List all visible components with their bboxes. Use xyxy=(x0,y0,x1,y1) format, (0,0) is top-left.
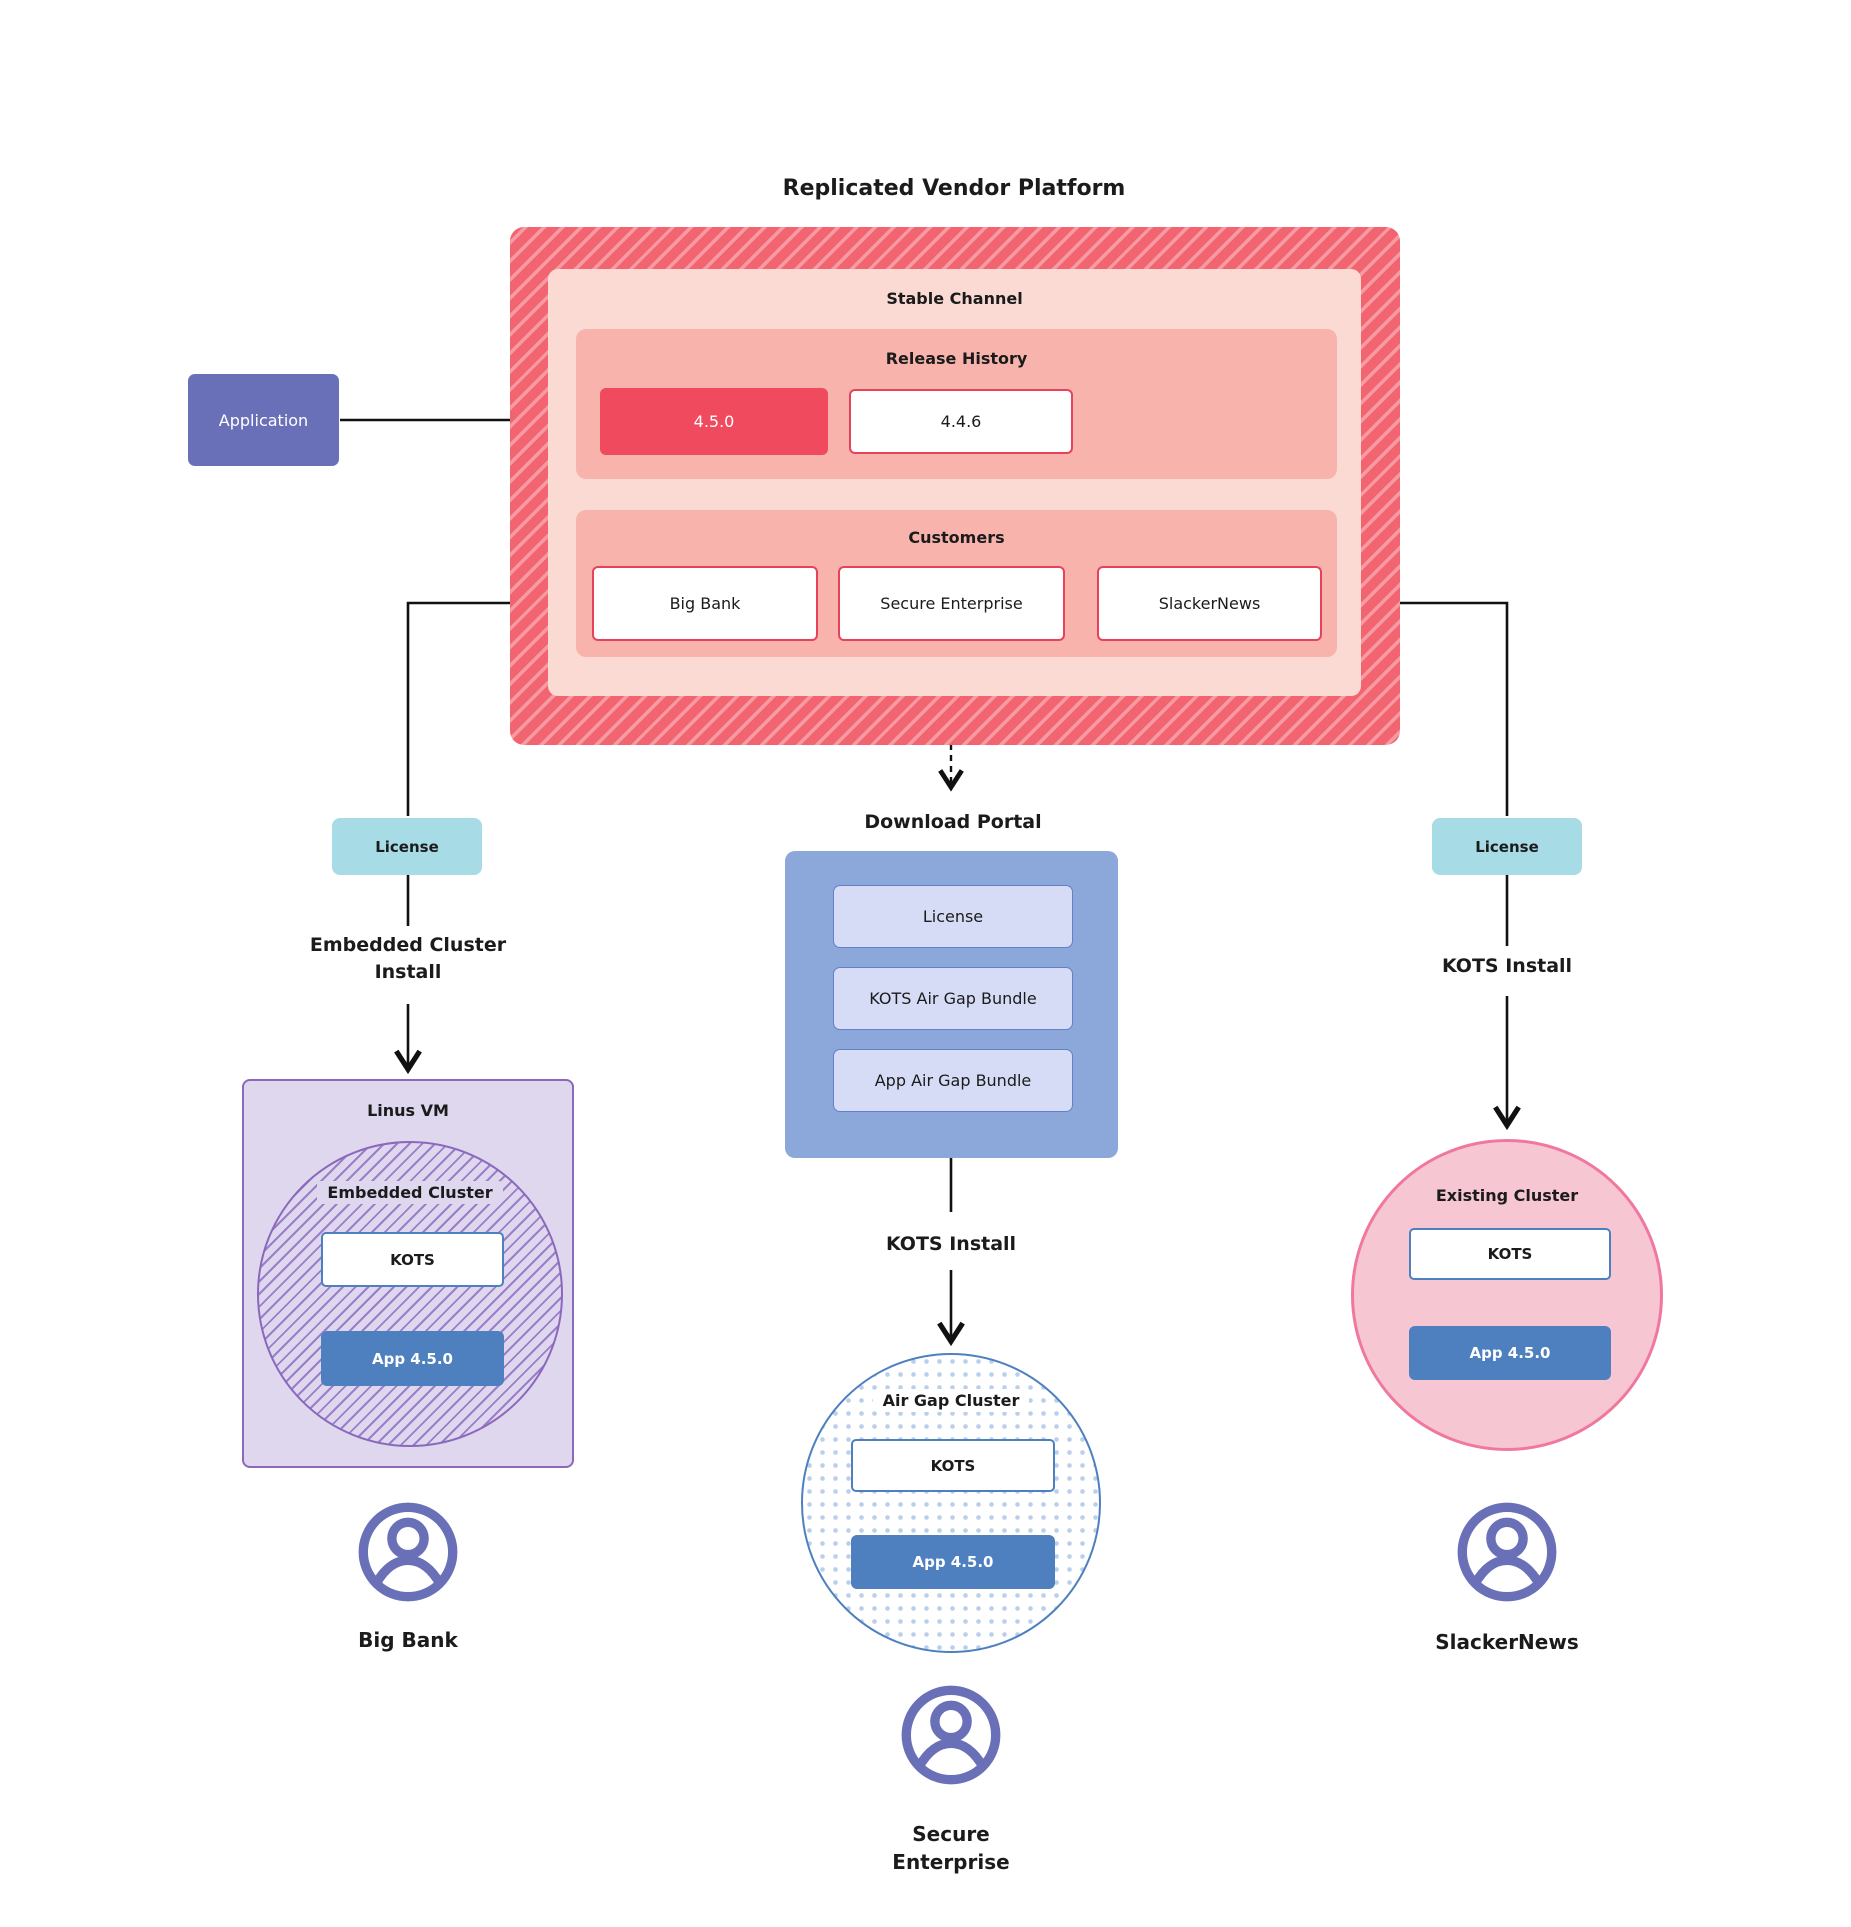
secure-enterprise-user-label: Secure Enterprise xyxy=(892,1822,1010,1874)
portal-item-license: License xyxy=(833,885,1073,948)
app-box-right: App 4.5.0 xyxy=(1409,1326,1611,1380)
air-gap-cluster-label: Air Gap Cluster xyxy=(803,1389,1099,1412)
existing-cluster-label: Existing Cluster xyxy=(1435,1186,1579,1205)
diagram-title: Replicated Vendor Platform xyxy=(782,176,1126,201)
application-box: Application xyxy=(188,374,339,466)
air-gap-cluster-circle: Air Gap Cluster KOTS App 4.5.0 xyxy=(801,1353,1101,1653)
person-icon-big-bank xyxy=(358,1502,458,1602)
license-chip-left: License xyxy=(332,818,482,875)
stable-channel-label: Stable Channel xyxy=(886,289,1023,308)
linus-vm-label: Linus VM xyxy=(367,1101,449,1120)
embedded-cluster-label: Embedded Cluster xyxy=(259,1181,561,1204)
kots-box-mid: KOTS xyxy=(851,1439,1055,1492)
customer-secure-enterprise: Secure Enterprise xyxy=(838,566,1065,641)
kots-box-right: KOTS xyxy=(1409,1228,1611,1280)
release-history-box: Release History 4.5.0 4.4.6 xyxy=(576,329,1337,479)
embedded-cluster-circle: Embedded Cluster KOTS App 4.5.0 xyxy=(257,1141,563,1447)
download-portal-label: Download Portal xyxy=(864,811,1042,833)
person-icon-slackernews xyxy=(1457,1502,1557,1602)
customer-big-bank: Big Bank xyxy=(592,566,818,641)
kots-box-left: KOTS xyxy=(321,1232,504,1287)
app-box-mid: App 4.5.0 xyxy=(851,1535,1055,1589)
release-4-4-6: 4.4.6 xyxy=(849,389,1073,454)
download-portal-box: License KOTS Air Gap Bundle App Air Gap … xyxy=(785,851,1118,1158)
vendor-platform-box: Stable Channel Release History 4.5.0 4.4… xyxy=(510,227,1400,745)
embedded-cluster-install-label: Embedded Cluster Install xyxy=(309,934,507,983)
person-icon-secure-enterprise xyxy=(901,1685,1001,1785)
linus-vm-box: Linus VM Embedded Cluster KOTS App 4.5.0 xyxy=(242,1079,574,1468)
slackernews-user-label: SlackerNews xyxy=(1435,1630,1579,1654)
release-4-5-0: 4.5.0 xyxy=(600,388,828,455)
existing-cluster-circle: Existing Cluster KOTS App 4.5.0 xyxy=(1351,1139,1663,1451)
app-box-left: App 4.5.0 xyxy=(321,1331,504,1386)
customers-label: Customers xyxy=(908,528,1005,547)
portal-item-app-bundle: App Air Gap Bundle xyxy=(833,1049,1073,1112)
license-chip-right: License xyxy=(1432,818,1582,875)
release-history-label: Release History xyxy=(885,349,1028,368)
big-bank-user-label: Big Bank xyxy=(358,1628,458,1652)
kots-install-label-mid: KOTS Install xyxy=(885,1233,1017,1255)
customers-box: Customers Big Bank Secure Enterprise Sla… xyxy=(576,510,1337,657)
portal-item-kots-bundle: KOTS Air Gap Bundle xyxy=(833,967,1073,1030)
kots-install-label-right: KOTS Install xyxy=(1441,955,1573,977)
stable-channel-box: Stable Channel Release History 4.5.0 4.4… xyxy=(548,269,1361,696)
customer-slackernews: SlackerNews xyxy=(1097,566,1322,641)
